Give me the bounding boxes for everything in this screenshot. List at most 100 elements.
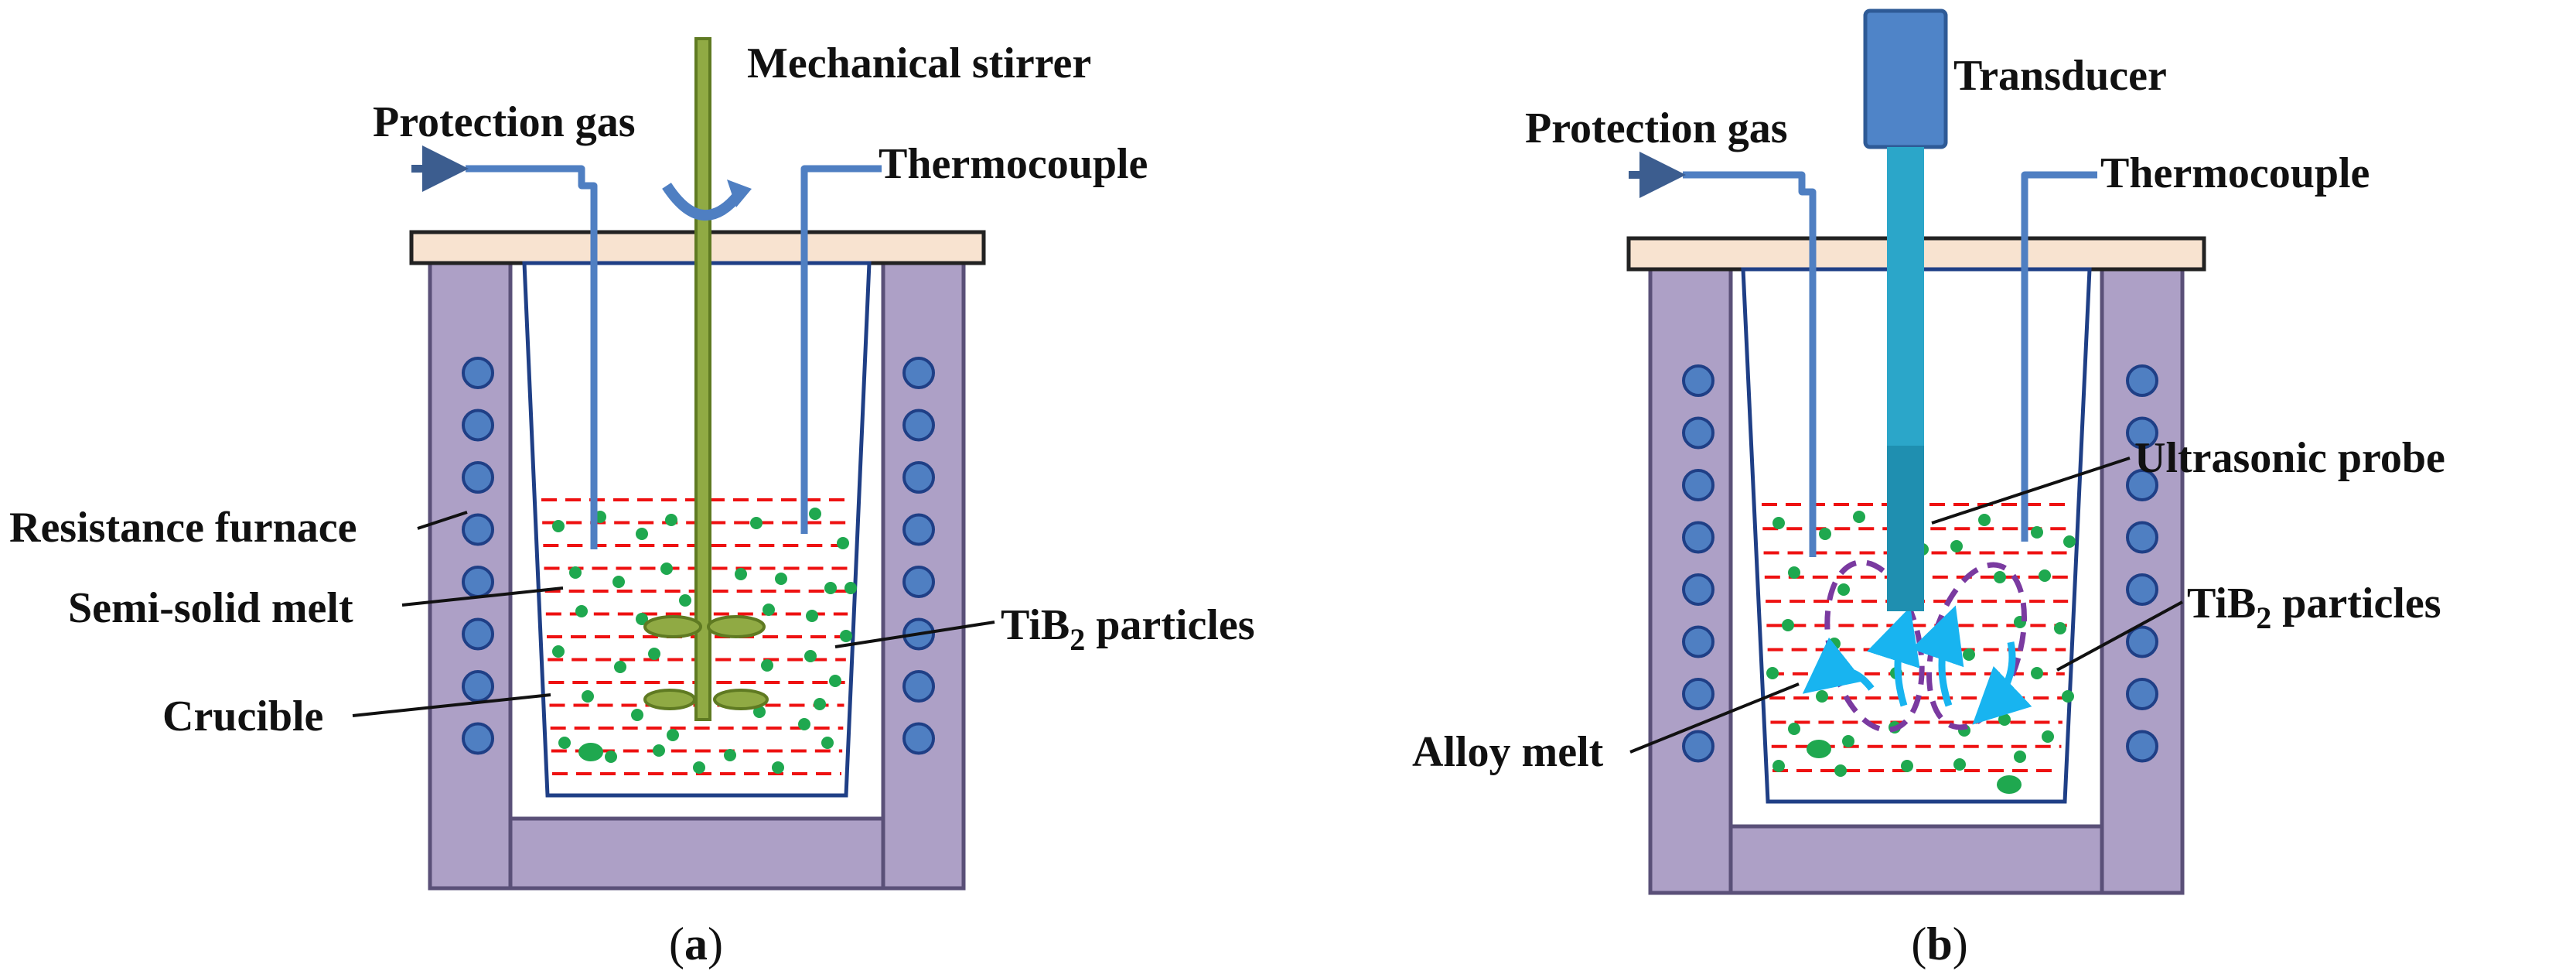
heater-coil: [462, 513, 494, 546]
protection-gas-tube-b: [1683, 171, 1817, 557]
heater-coil: [1682, 678, 1714, 710]
heater-coil: [902, 566, 935, 598]
furnace-bottom-a: [508, 816, 885, 891]
tib2-particle: [1788, 566, 1800, 579]
heater-coil: [1682, 573, 1714, 606]
tib2-particle: [750, 517, 763, 529]
label-semi-solid-melt: Semi-solid melt: [68, 584, 353, 632]
heater-coil: [1682, 469, 1714, 501]
tib2-particle: [631, 709, 643, 721]
tib2-particle: [1997, 775, 2022, 794]
heater-coil: [2126, 416, 2158, 450]
tib2-particle: [552, 645, 565, 658]
heater-coils-a: [462, 357, 935, 755]
heater-coils-b: [1682, 364, 2158, 763]
tib2-particle: [1837, 583, 1850, 596]
label-thermocouple-a: Thermocouple: [879, 140, 1148, 188]
heater-coil: [1682, 730, 1714, 763]
thermocouple-a: [800, 165, 882, 534]
transducer: [1863, 9, 1948, 149]
heater-coil: [2126, 364, 2158, 397]
heater-coil: [2126, 573, 2158, 606]
tib2-particle: [612, 576, 625, 588]
flow-loop-right: [1926, 562, 2028, 730]
tib2-particle: [1772, 760, 1785, 772]
heater-coil: [902, 357, 935, 389]
tib2-particle: [809, 508, 821, 520]
flow-arrow-icon: [1867, 607, 1920, 707]
tib2-particle: [648, 648, 660, 660]
label-resistance-furnace-a: Resistance furnace: [9, 504, 357, 552]
tib2-particle: [1950, 540, 1963, 552]
tib2-particle: [1998, 713, 2011, 726]
tib2-particle: [1994, 571, 2006, 583]
resistance-furnace-b: [1648, 267, 2185, 895]
label-tib2-particles-b: TiB2 particles: [2187, 580, 2441, 635]
heater-coil: [462, 461, 494, 494]
heater-coil: [2126, 625, 2158, 658]
heater-coil: [902, 670, 935, 703]
tib2-particle: [582, 690, 594, 703]
probe-lower-section: [1887, 446, 1924, 611]
tib2-particles-a: [552, 508, 857, 774]
heater-coil: [902, 409, 935, 442]
tib2-particle: [735, 568, 747, 580]
tib2-particle: [605, 751, 617, 763]
tib2-particle: [2062, 690, 2074, 703]
tib2-particle: [614, 661, 626, 673]
stirrer-blade: [713, 689, 769, 710]
furnace-bottom-b: [1728, 824, 2104, 895]
heater-coil: [2126, 469, 2158, 501]
tib2-particle: [552, 520, 565, 532]
tib2-particle: [665, 514, 677, 526]
label-mechanical-stirrer: Mechanical stirrer: [747, 39, 1091, 87]
heater-coil: [462, 670, 494, 703]
leader-tib2-b: [2056, 600, 2183, 672]
tib2-particle: [636, 528, 648, 540]
panel-a: Mechanical stirrer Protection gas Thermo…: [9, 37, 1255, 969]
tib2-particle: [837, 537, 849, 549]
flow-arrow-icon: [1802, 637, 1875, 694]
tib2-particle: [798, 718, 810, 730]
tib2-particle: [724, 749, 736, 761]
heater-coil: [462, 617, 494, 651]
tib2-particle: [844, 582, 857, 594]
resistance-furnace-a: [428, 261, 966, 891]
heater-coil: [902, 722, 935, 755]
tib2-particle: [1772, 517, 1785, 529]
flow-arrow-icon: [1972, 641, 2032, 725]
heater-coil: [1682, 625, 1714, 658]
tib2-particle: [2031, 667, 2043, 679]
tib2-particle: [1766, 667, 1779, 679]
tib2-particle: [1816, 690, 1828, 703]
tib2-particle: [2054, 622, 2066, 634]
heater-coil: [1682, 521, 1714, 554]
label-ultrasonic-probe: Ultrasonic probe: [2134, 434, 2445, 482]
tib2-particle: [1901, 760, 1913, 772]
heater-coil: [1682, 416, 1714, 450]
tib2-particle: [2014, 751, 2026, 763]
tib2-particle: [575, 605, 588, 617]
tib2-particle: [1788, 723, 1800, 735]
stirrer-blade: [643, 615, 702, 638]
heater-coil: [2126, 678, 2158, 710]
tib2-particle: [761, 659, 773, 672]
tib2-particle: [1834, 764, 1847, 777]
leader-tib2-a: [834, 621, 995, 648]
label-tib2-particles-a: TiB2 particles: [1001, 601, 1255, 657]
tib2-particle: [2031, 526, 2043, 539]
heater-coil: [902, 513, 935, 546]
tib2-particle: [829, 675, 841, 687]
tib2-particle: [636, 613, 648, 625]
tib2-particle: [578, 743, 603, 761]
tib2-particle: [1842, 735, 1854, 747]
caption-a: (a): [669, 918, 723, 969]
leader-alloy-melt: [1629, 682, 1800, 754]
label-crucible-a: Crucible: [162, 692, 323, 740]
heater-coil: [1682, 364, 1714, 397]
tib2-particle: [1978, 514, 1991, 526]
tib2-particle: [806, 610, 818, 622]
tib2-particle: [653, 744, 665, 757]
stirrer-blade: [643, 689, 696, 710]
